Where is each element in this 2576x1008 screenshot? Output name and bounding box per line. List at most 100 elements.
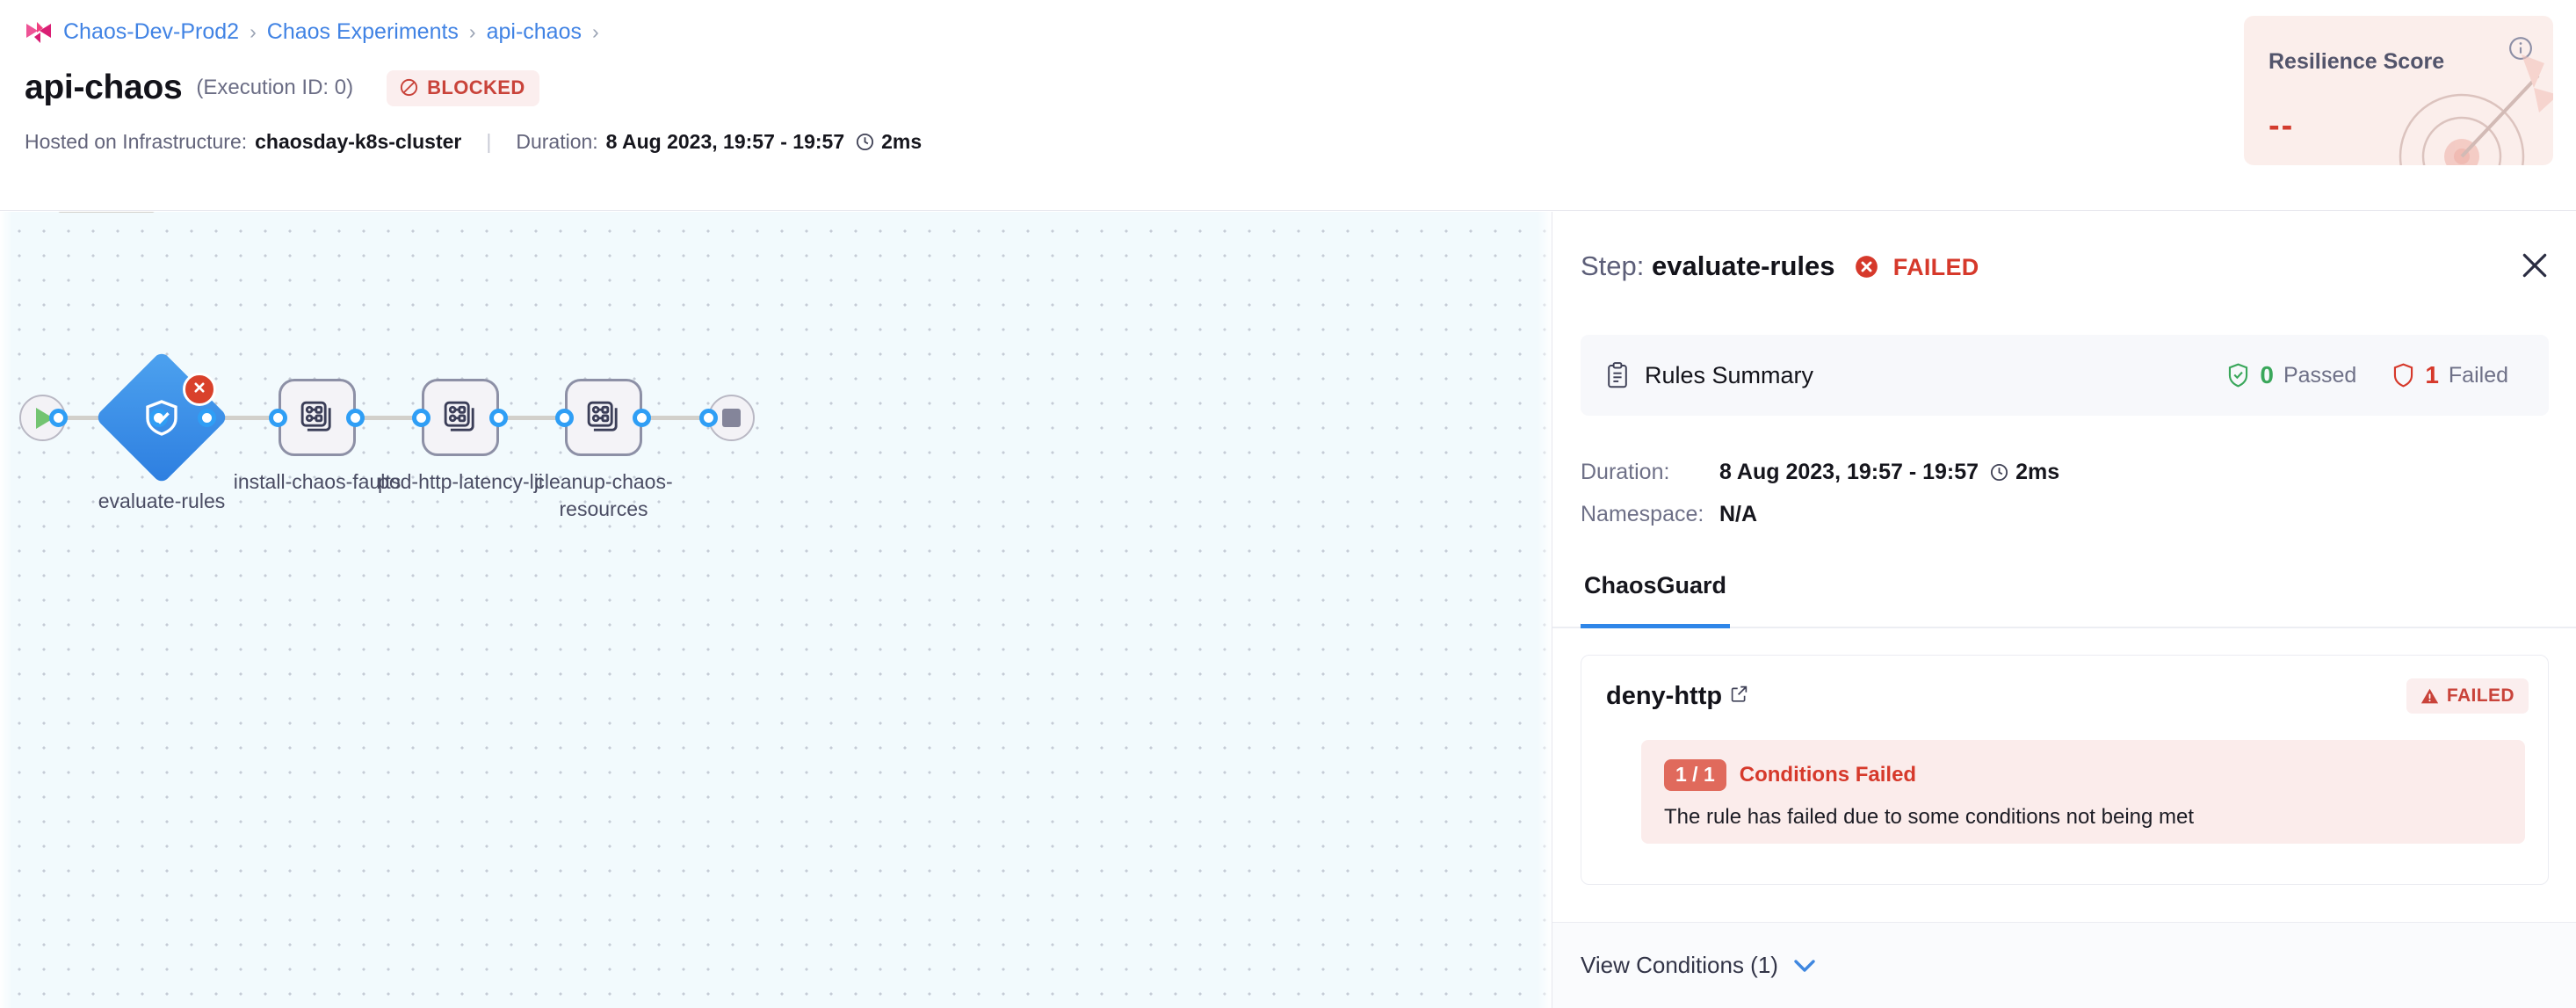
canvas-fade-right	[1538, 212, 1552, 1008]
view-conditions-toggle[interactable]: View Conditions (1)	[1552, 922, 2576, 1008]
graph-port	[49, 409, 68, 427]
graph-edge-evaluate-install	[202, 416, 283, 420]
breadcrumb-item-0[interactable]: Chaos-Dev-Prod2	[63, 19, 240, 44]
rules-summary-stats: 0 Passed 1 Failed	[2226, 361, 2508, 389]
duration-value: 8 Aug 2023, 19:57 - 19:57	[605, 130, 845, 153]
meta-divider: |	[486, 130, 492, 153]
step-status: FAILED	[1892, 254, 1979, 280]
graph-port	[346, 409, 365, 427]
duration-ms: 2ms	[881, 130, 923, 153]
detail-row-duration: Duration: 8 Aug 2023, 19:57 - 19:57 2ms	[1581, 451, 2059, 493]
chevron-down-icon[interactable]	[1778, 958, 1817, 974]
step-details-panel: Step: evaluate-rules FAILED	[1552, 212, 2576, 1008]
chaos-fault-icon	[440, 397, 481, 438]
rule-status-badge: FAILED	[2406, 678, 2529, 714]
title-row: api-chaos (Execution ID: 0) BLOCKED	[25, 69, 539, 107]
graph-port	[269, 409, 287, 427]
graph-port	[633, 409, 651, 427]
rules-passed-count: 0	[2260, 361, 2274, 388]
execution-meta: Hosted on Infrastructure: chaosday-k8s-c…	[25, 130, 922, 154]
rules-passed-stat: 0 Passed	[2226, 361, 2356, 389]
status-badge-label: BLOCKED	[427, 76, 525, 98]
rule-name: deny-http	[1606, 682, 1723, 710]
graph-node-error-badge	[183, 373, 216, 406]
graph-edge-pod-cleanup	[481, 416, 568, 420]
breadcrumb-separator: ›	[592, 20, 599, 43]
chaos-fault-icon	[583, 397, 624, 438]
tab-chaosguard[interactable]: ChaosGuard	[1581, 569, 1731, 628]
breadcrumb: Chaos-Dev-Prod2 › Chaos Experiments › ap…	[25, 19, 599, 45]
graph-port	[198, 409, 216, 427]
chaos-fault-icon	[297, 397, 337, 438]
stop-icon	[722, 409, 741, 427]
clipboard-icon	[1605, 362, 1630, 388]
detail-value: 8 Aug 2023, 19:57 - 19:57	[1719, 459, 1979, 484]
panel-tabs: ChaosGuard	[1552, 569, 2576, 628]
step-detail-rows: Duration: 8 Aug 2023, 19:57 - 19:57 2ms …	[1581, 451, 2059, 535]
external-link-icon[interactable]	[1730, 685, 1748, 708]
graph-node-install-chaos-faults[interactable]	[279, 379, 356, 456]
duration-label: Duration:	[516, 130, 598, 153]
graph-port	[489, 409, 508, 427]
clock-icon	[844, 130, 881, 154]
step-name: evaluate-rules	[1652, 250, 1835, 281]
rule-name-row[interactable]: deny-http	[1606, 682, 1748, 711]
resilience-score-value: --	[2268, 107, 2295, 144]
conditions-count-badge: 1 / 1	[1664, 759, 1726, 791]
rules-failed-label: Failed	[2448, 362, 2508, 388]
graph-node-label: cleanup-chaos-resources	[534, 470, 673, 520]
rules-failed-stat: 1 Failed	[2391, 361, 2508, 389]
warning-triangle-icon	[2420, 687, 2439, 705]
blocked-icon	[399, 77, 419, 98]
graph-node-label: install-chaos-faults	[233, 470, 402, 493]
graph-node-label: evaluate-rules	[98, 489, 226, 512]
graph-edge-cleanup-end	[624, 416, 712, 420]
infrastructure-value: chaosday-k8s-cluster	[255, 130, 462, 153]
infrastructure-label: Hosted on Infrastructure:	[25, 130, 248, 153]
chaosguard-rule-card: deny-http FAILED	[1581, 655, 2549, 885]
resilience-score-card: Resilience Score --	[2244, 16, 2553, 165]
graph-node-start[interactable]	[19, 395, 66, 441]
error-x-icon	[1842, 250, 1886, 281]
canvas-fade-left	[0, 212, 12, 1008]
rule-status-label: FAILED	[2446, 685, 2514, 706]
page-header: Chaos-Dev-Prod2 › Chaos Experiments › ap…	[0, 0, 2576, 211]
view-conditions-label: View Conditions (1)	[1581, 952, 1778, 978]
breadcrumb-separator: ›	[468, 20, 476, 43]
conditions-failed-description: The rule has failed due to some conditio…	[1664, 805, 2195, 829]
rules-summary-label: Rules Summary	[1645, 361, 1814, 388]
pipeline-graph-canvas[interactable]: evaluate-rules install-chaos-faults	[0, 212, 1552, 1008]
graph-node-label: pod-http-latency-lji	[378, 470, 543, 493]
graph-node-cleanup-chaos-resources[interactable]	[565, 379, 642, 456]
execution-id: (Execution ID: 0)	[196, 76, 354, 99]
error-x-icon	[191, 379, 208, 401]
rules-passed-label: Passed	[2283, 362, 2357, 388]
detail-extra: 2ms	[2015, 459, 2060, 484]
graph-node-pod-http-latency[interactable]	[422, 379, 499, 456]
graph-port	[412, 409, 431, 427]
shield-check-icon	[2226, 362, 2250, 388]
close-icon[interactable]	[2516, 247, 2553, 284]
page-title: api-chaos	[25, 69, 183, 106]
conditions-failed-title: Conditions Failed	[1739, 763, 1917, 787]
resilience-score-title: Resilience Score	[2268, 49, 2445, 74]
graph-port	[555, 409, 574, 427]
rules-summary-left: Rules Summary	[1605, 362, 1813, 389]
step-prefix-label: Step:	[1581, 250, 1645, 281]
graph-port	[699, 409, 718, 427]
conditions-failed-box: 1 / 1 Conditions Failed The rule has fai…	[1641, 740, 2525, 844]
rules-summary-card: Rules Summary 0 Passed	[1581, 335, 2549, 416]
detail-row-namespace: Namespace: N/A	[1581, 493, 2059, 535]
graph-edge-install-pod	[337, 416, 425, 420]
breadcrumb-item-2[interactable]: api-chaos	[486, 19, 582, 44]
clock-icon	[1979, 460, 2015, 485]
panel-step-title: Step: evaluate-rules FAILED	[1581, 250, 1979, 282]
status-badge: BLOCKED	[387, 69, 539, 106]
shield-icon	[2391, 362, 2415, 388]
detail-value: N/A	[1719, 501, 1758, 526]
rules-failed-count: 1	[2425, 361, 2439, 388]
breadcrumb-item-1[interactable]: Chaos Experiments	[266, 19, 459, 44]
detail-key: Duration:	[1581, 459, 1670, 484]
play-icon	[35, 407, 54, 429]
